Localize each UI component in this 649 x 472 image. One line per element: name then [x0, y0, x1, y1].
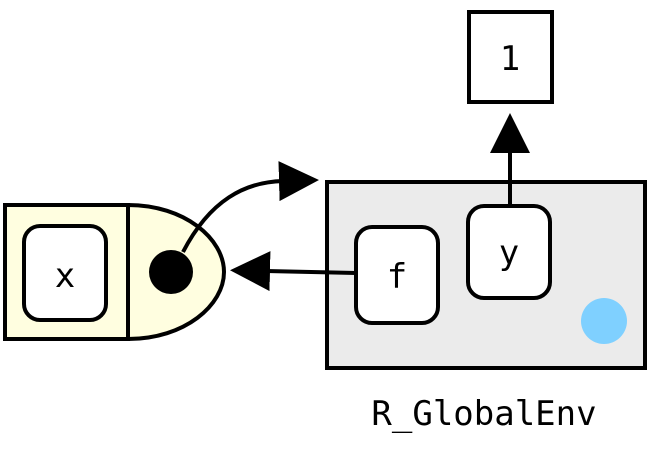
function-env-dot — [149, 250, 193, 294]
environment-dot — [581, 298, 627, 344]
formal-arg-box — [22, 224, 108, 322]
function-object: x — [3, 202, 227, 342]
value-label: 1 — [500, 39, 520, 79]
binding-label-y: y — [499, 233, 519, 273]
binding-label-f: f — [387, 257, 407, 297]
formal-arg-label: x — [55, 256, 75, 296]
binding-box-f — [354, 225, 440, 325]
environment-label: R_GlobalEnv — [371, 394, 596, 434]
value-box — [467, 10, 554, 104]
arrow-f-to-function — [230, 251, 357, 292]
environment-frame: f y — [325, 180, 647, 370]
arrow-function-to-env — [181, 161, 319, 253]
